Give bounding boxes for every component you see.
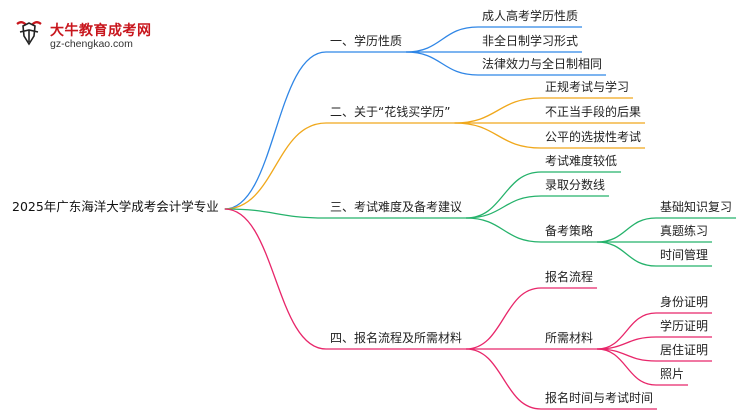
leaf-time-management-link [597,241,657,267]
leaf-identity-proof-link [597,312,657,350]
leaf-identity-proof: 身份证明 [660,295,709,309]
branch-exam-difficulty: 三、考试难度及备考建议 [330,200,463,214]
leaf-legal-validity-link [406,51,479,76]
leaf-degree-nature-link [406,26,479,53]
branch-degree-nature-link [224,51,327,210]
leaf-part-time-study: 非全日制学习形式 [482,34,579,48]
logo-url: gz-chengkao.com [50,38,133,50]
leaf-registration-process-link [466,287,542,350]
leaf-low-difficulty: 考试难度较低 [545,154,618,168]
leaf-past-papers: 真题练习 [660,224,709,238]
leaf-admission-score-link [466,195,542,219]
leaf-fair-exam-link [454,122,542,149]
leaf-improper-consequence: 不正当手段的后果 [545,105,642,119]
branch-degree-nature: 一、学历性质 [330,34,403,48]
leaf-admission-score: 录取分数线 [545,178,606,192]
leaf-registration-exam-time-link [466,348,542,410]
leaf-formal-exam: 正规考试与学习 [545,80,630,94]
branch-registration: 四、报名流程及所需材料 [330,331,463,345]
leaf-fair-exam: 公平的选拔性考试 [545,130,642,144]
node-prep-strategy: 备考策略 [545,224,594,238]
leaf-time-management: 时间管理 [660,248,709,262]
leaf-degree-nature: 成人高考学历性质 [482,9,579,23]
leaf-low-difficulty-link [466,171,542,219]
branch-exam-difficulty-link [224,208,327,219]
branch-buying-degree: 二、关于“花钱买学历” [330,105,451,119]
leaf-formal-exam-link [454,97,542,124]
leaf-photo-link [597,348,657,386]
leaf-legal-validity: 法律效力与全日制相同 [482,57,603,71]
leaf-photo: 照片 [660,367,685,381]
branch-registration-link [224,208,327,350]
bull-logo-icon [16,21,42,46]
root-topic: 2025年广东海洋大学成考会计学专业 [12,199,219,214]
leaf-residence-proof: 居住证明 [660,343,709,357]
node-prep-strategy-link [466,217,542,243]
logo-name: 大牛教育成考网 [50,23,152,39]
branch-buying-degree-link [224,122,327,210]
leaf-registration-exam-time: 报名时间与考试时间 [545,391,654,405]
site-logo: 大牛教育成考网 gz-chengkao.com [8,16,168,56]
node-required-materials: 所需材料 [545,331,594,345]
leaf-education-proof: 学历证明 [660,319,709,333]
leaf-basic-review-link [597,217,657,243]
leaf-basic-review: 基础知识复习 [660,200,733,214]
leaf-registration-process: 报名流程 [545,270,594,284]
